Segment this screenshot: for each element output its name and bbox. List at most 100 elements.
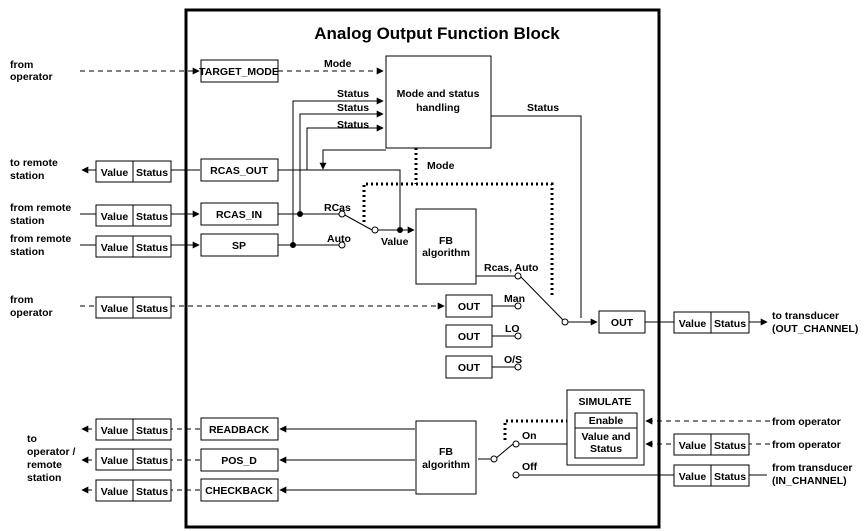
out-final-block	[598, 310, 646, 334]
value-label: Value	[679, 318, 707, 330]
checkback-block	[200, 478, 279, 502]
status-label: Status	[136, 211, 168, 223]
status-label: Status	[136, 167, 168, 179]
out-os-block	[445, 355, 493, 379]
off-signal-label: Off	[522, 461, 538, 473]
simulate-title: SIMULATE	[579, 396, 632, 408]
diagram-title: Analog Output Function Block	[314, 24, 560, 43]
readback-block	[200, 417, 279, 441]
fb-algorithm-bottom-label-2: algorithm	[422, 459, 470, 471]
checkback-label: CHECKBACK	[205, 485, 273, 497]
from-transducer-label-b: (IN_CHANNEL)	[772, 475, 847, 487]
mode-control-lines	[362, 148, 575, 440]
mode-handling-label-1: Mode and status	[397, 88, 480, 100]
os-signal-label: O/S	[504, 354, 522, 366]
status-label: Status	[136, 455, 168, 467]
value-status-pair: Value Status	[95, 448, 172, 471]
value-label: Value	[101, 242, 129, 254]
from-operator-label-2a: from	[10, 294, 33, 306]
value-label: Value	[101, 455, 129, 467]
to-operator-remote-label-a: to	[27, 433, 37, 445]
simulate-value-label-1: Value and	[581, 431, 630, 443]
pos-d-block	[200, 448, 279, 472]
rcas-in-label: RCAS_IN	[216, 209, 262, 221]
value-label: Value	[679, 471, 707, 483]
from-operator-label-1b: operator	[10, 71, 53, 83]
sp-label: SP	[232, 240, 246, 252]
fb-algorithm-bottom-block	[415, 420, 477, 495]
target-mode-label: TARGET_MODE	[199, 66, 279, 78]
target-mode-block	[200, 59, 279, 83]
fb-algorithm-bottom-label-1: FB	[439, 446, 453, 458]
sp-block	[200, 233, 279, 257]
simulate-enable-label: Enable	[589, 415, 624, 427]
fb-algorithm-top-block	[415, 208, 477, 285]
on-signal-label: On	[522, 430, 537, 442]
fb-algorithm-top-label-1: FB	[439, 235, 453, 247]
rcas-signal-label: RCas	[324, 202, 351, 214]
out-man-label: OUT	[458, 301, 481, 313]
status-label: Status	[714, 440, 746, 452]
from-transducer-label-a: from transducer	[772, 462, 853, 474]
from-operator-enable-label: from operator	[772, 416, 841, 428]
to-remote-station-label-a: to remote	[10, 157, 58, 169]
status-signal-label-2: Status	[337, 102, 369, 114]
readback-label: READBACK	[209, 424, 270, 436]
value-label: Value	[101, 303, 129, 315]
value-label: Value	[679, 440, 707, 452]
status-label: Status	[136, 486, 168, 498]
simulate-value-box	[574, 427, 638, 459]
fb-algorithm-top-label-2: algorithm	[422, 247, 470, 259]
to-operator-remote-label-d: station	[27, 472, 61, 484]
mode-handling-label-2: handling	[416, 102, 460, 114]
value-status-pair: Value Status	[95, 296, 172, 319]
from-operator-label-1a: from	[10, 59, 33, 71]
value-label: Value	[101, 486, 129, 498]
to-remote-station-label-b: station	[10, 170, 44, 182]
mode-status-handling-block	[385, 55, 492, 149]
out-man-block	[445, 294, 493, 318]
value-status-pair: Value Status	[95, 204, 172, 227]
switch-contacts	[338, 210, 569, 479]
junction-dots	[290, 211, 403, 248]
rcas-auto-signal-label: Rcas, Auto	[484, 262, 538, 274]
value-status-pair: Value Status	[95, 479, 172, 502]
to-operator-remote-label-c: remote	[27, 459, 62, 471]
out-lo-block	[445, 324, 493, 348]
from-remote-station-1-label-a: from remote	[10, 202, 71, 214]
status-signal-label-3: Status	[337, 119, 369, 131]
value-status-pair: Value Status	[95, 235, 172, 258]
status-signal-label-1: Status	[337, 88, 369, 100]
value-status-pair: Value Status	[673, 433, 750, 456]
out-final-label: OUT	[611, 317, 634, 329]
auto-signal-label: Auto	[327, 233, 351, 245]
from-operator-label-2b: operator	[10, 307, 53, 319]
status-out-signal-label: Status	[527, 102, 559, 114]
mode-down-signal-label: Mode	[427, 160, 455, 172]
from-remote-station-2-label-a: from remote	[10, 233, 71, 245]
status-label: Status	[714, 471, 746, 483]
from-remote-station-2-label-b: station	[10, 246, 44, 258]
value-signal-label: Value	[381, 236, 409, 248]
status-label: Status	[136, 303, 168, 315]
to-transducer-label-a: to transducer	[772, 310, 839, 322]
value-label: Value	[101, 211, 129, 223]
pos-d-label: POS_D	[221, 455, 257, 467]
man-signal-label: Man	[504, 293, 525, 305]
from-operator-value-label: from operator	[772, 439, 841, 451]
from-remote-station-1-label-b: station	[10, 215, 44, 227]
lo-signal-label: LO	[505, 323, 520, 335]
to-operator-remote-label-b: operator /	[27, 446, 76, 458]
rcas-out-block	[200, 158, 279, 182]
rcas-in-block	[200, 202, 279, 226]
simulate-value-label-2: Status	[590, 443, 622, 455]
function-block-frame	[184, 8, 661, 529]
status-label: Status	[136, 242, 168, 254]
out-os-label: OUT	[458, 362, 481, 374]
status-label: Status	[136, 425, 168, 437]
